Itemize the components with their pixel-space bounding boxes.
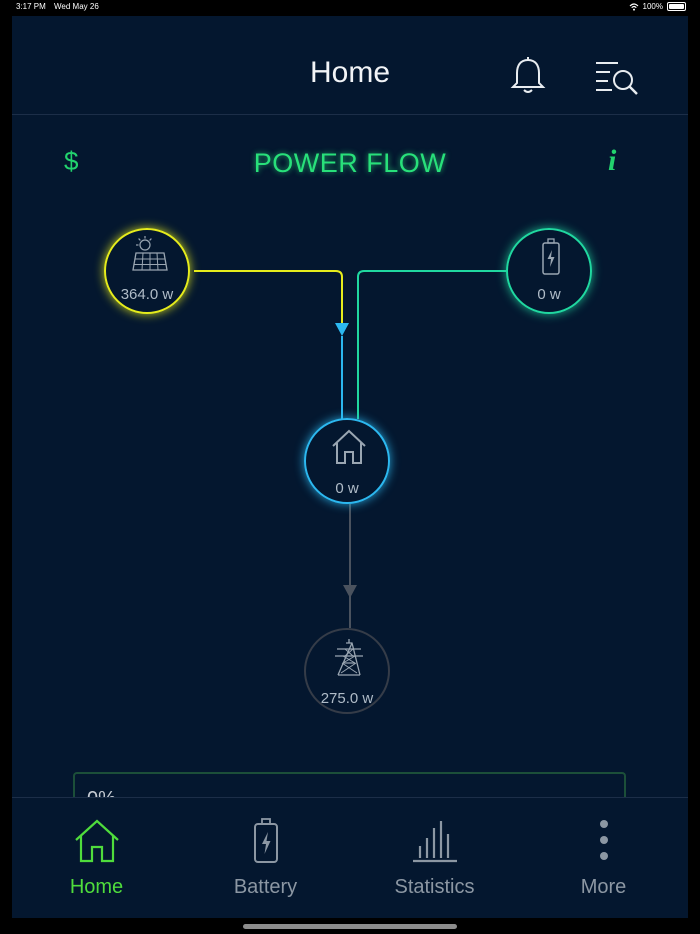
grid-value: 275.0 w [320,690,374,707]
solar-panel-icon [132,236,168,271]
transmission-tower-icon [335,639,363,676]
home-value: 0 w [335,480,359,497]
bell-icon[interactable] [510,56,546,96]
tab-statistics-label: Statistics [394,876,475,898]
page-title: Home [309,56,391,89]
status-bar: 3:17 PM Wed May 26 100% [0,0,700,14]
house-icon [332,429,366,464]
bar-chart-icon [412,821,457,863]
cost-button[interactable]: $ [64,146,79,176]
power-flow-title: POWER FLOW [253,148,447,178]
tab-more[interactable]: More [519,798,688,918]
tab-more-label: More [580,876,627,898]
grid-arrow [343,585,357,598]
grid-node[interactable]: 275.0 w [304,628,390,714]
status-date: Wed May 26 [54,2,99,11]
battery-icon [253,818,278,863]
solar-to-home-line [194,270,343,328]
battery-node[interactable]: 0 w [506,228,592,314]
home-icon [74,819,119,863]
tab-statistics[interactable]: Statistics [350,798,519,918]
app-window: Home $ POWER FLOW i [12,16,688,918]
tab-home[interactable]: Home [12,798,181,918]
tab-battery[interactable]: Battery [181,798,350,918]
solar-node[interactable]: 364.0 w [104,228,190,314]
power-flow-lines [194,270,506,628]
info-button[interactable]: i [608,144,617,177]
home-indicator [243,924,457,929]
status-time: 3:17 PM [16,2,46,11]
more-vertical-icon [599,820,608,860]
battery-icon [542,238,560,275]
solar-arrow [335,323,349,336]
solar-value: 364.0 w [120,286,174,303]
tab-home-label: Home [69,876,124,898]
status-right: 100% [629,2,686,11]
tab-bar: Home Battery Statistics [12,797,688,918]
battery-to-home-line [357,270,506,419]
battery-value: 0 w [537,286,561,303]
header: Home [12,16,688,115]
wifi-icon [629,2,638,11]
list-search-icon[interactable] [594,58,640,98]
battery-percent: 100% [642,2,663,11]
tab-battery-label: Battery [233,876,298,898]
status-battery-icon [667,2,686,11]
home-node[interactable]: 0 w [304,418,390,504]
